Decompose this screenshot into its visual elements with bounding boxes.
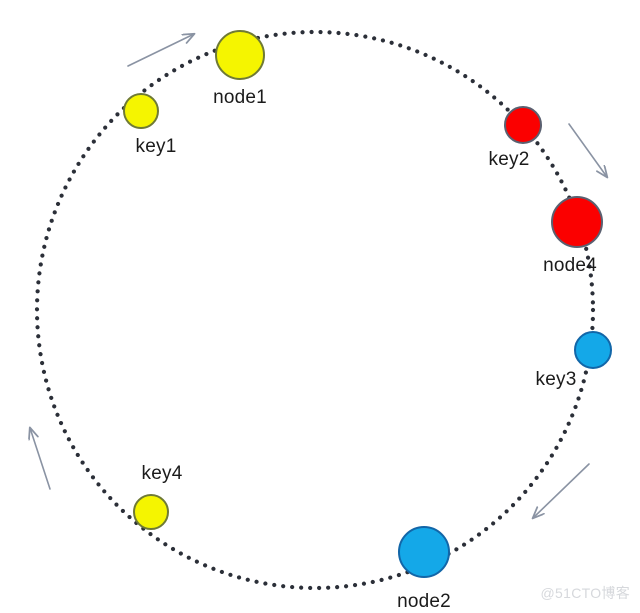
watermark-text: @51CTO博客: [540, 585, 630, 601]
direction-arrow-top-left: [127, 34, 194, 67]
ring-node-label-key2: key2: [488, 149, 530, 170]
ring-node-key4[interactable]: [133, 494, 169, 530]
direction-arrow-bottom-left: [30, 428, 51, 490]
direction-arrow-top-right: [568, 123, 607, 177]
ring-node-node4[interactable]: [551, 196, 603, 248]
ring-node-node1[interactable]: [215, 30, 265, 80]
ring-node-node2[interactable]: [398, 526, 450, 578]
ring-node-label-node1: node1: [213, 87, 267, 108]
ring-node-label-key4: key4: [141, 463, 183, 484]
ring-node-key1[interactable]: [123, 93, 159, 129]
direction-arrow-bottom-right: [533, 463, 590, 518]
direction-arrows-group: [30, 34, 607, 518]
ring-node-key3[interactable]: [574, 331, 612, 369]
ring-node-label-key3: key3: [535, 369, 577, 390]
ring-node-label-node2: node2: [397, 591, 451, 612]
ring-node-label-node4: node4: [543, 255, 597, 276]
ring-node-key2[interactable]: [504, 106, 542, 144]
ring-node-label-key1: key1: [135, 136, 177, 157]
hash-ring-path: [34, 29, 596, 591]
